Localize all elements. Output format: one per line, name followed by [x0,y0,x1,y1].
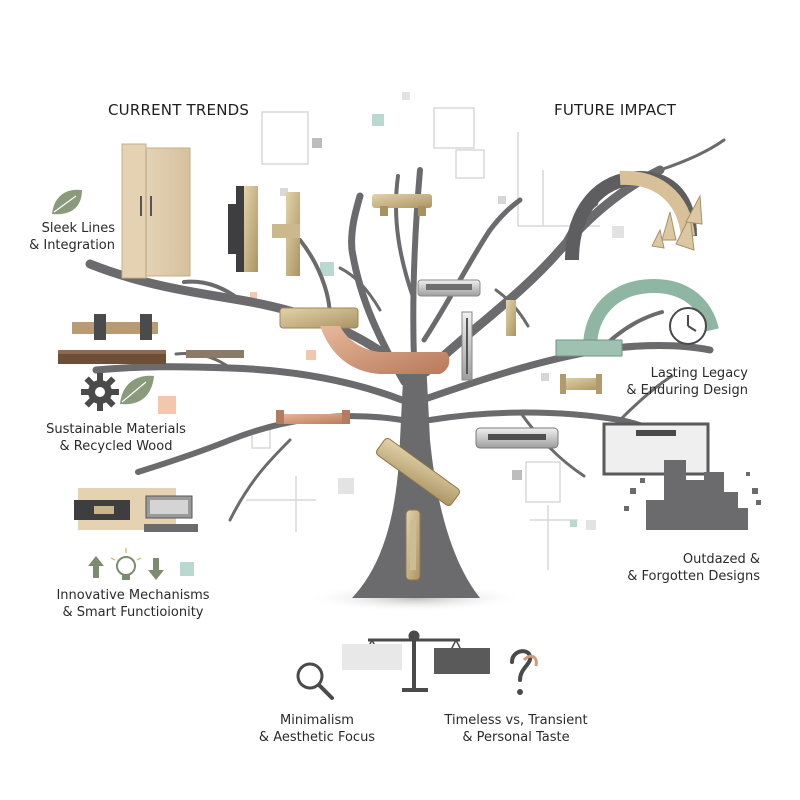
label-line: & Personal Taste [462,730,570,745]
label-line: & Recycled Wood [59,439,173,454]
label-minimalism: Minimalism & Aesthetic Focus [246,712,388,746]
handle-copper-small [276,410,350,424]
label-line: & Smart Functioionity [62,605,204,620]
pixelated-ruins [624,460,761,530]
handle-copper-curve [320,326,450,374]
label-line: Minimalism [280,713,354,728]
question-mark-icon [510,649,538,695]
leaf-icon-top [52,189,82,215]
arch-handle-sage [555,278,719,357]
heading-future-impact: FUTURE IMPACT [554,101,677,119]
up-arrow-icon [88,556,104,578]
arch-handle-brass [565,170,703,261]
handle-silver-right [475,427,559,449]
leaf-icon [120,375,154,405]
mechanism-panel [74,488,198,532]
handle-brass-vertical-small [506,300,516,336]
label-line: Timeless vs, Transient [444,713,588,728]
balance-scale-icon [342,630,490,692]
down-arrow-icon [148,558,164,580]
handle-brass-top [372,194,432,216]
label-line: Outdazed & [682,552,760,567]
handle-dark-bracket [228,186,258,272]
label-timeless-transient: Timeless vs, Transient & Personal Taste [428,712,604,746]
label-line: & Forgotten Designs [627,569,760,584]
handle-brass-diagonal [375,437,461,507]
handle-brass-large [279,307,359,329]
handle-small-left [186,350,244,358]
label-line: Sleek Lines [41,221,115,236]
handle-trunk-vertical [405,509,421,581]
handle-brass-right [560,374,602,394]
heading-current-trends: CURRENT TRENDS [108,101,250,119]
handle-silver-vertical [461,311,473,381]
label-line: Lasting Legacy [650,366,748,381]
label-line: & Aesthetic Focus [258,730,376,745]
label-line: & Enduring Design [626,383,748,398]
label-sustainable-materials: Sustainable Materials & Recycled Wood [26,421,206,455]
label-line: Sustainable Materials [46,422,186,437]
handle-bar-dark-wood [58,350,166,364]
handle-silver-bar-upper [417,279,481,297]
handle-bar-wood [72,314,158,340]
magnifier-icon [296,662,334,700]
label-innovative-mechanisms: Innovative Mechanisms & Smart Functioion… [40,587,226,621]
label-sleek-lines: Sleek Lines & Integration [10,220,115,254]
accent-squares [158,92,624,576]
clock-icon [669,307,707,345]
wood-cabinet [121,143,191,279]
label-line: Innovative Mechanisms [56,588,210,603]
outdated-drawer [602,422,710,476]
lightbulb-icon [110,548,142,580]
label-lasting-legacy: Lasting Legacy & Enduring Design [596,365,748,399]
label-outdated-designs: Outdazed & & Forgotten Designs [596,551,760,585]
handle-brass-t [272,192,300,276]
label-line: & Integration [29,238,115,253]
gear-icon [81,373,119,411]
